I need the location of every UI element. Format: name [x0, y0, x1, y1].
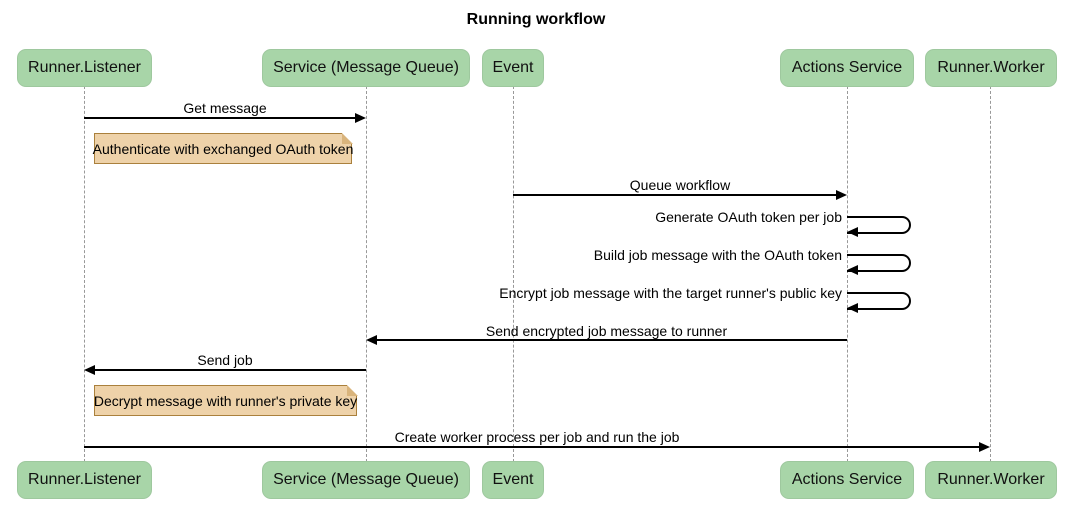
- message-label-create-worker: Create worker process per job and run th…: [394, 429, 680, 445]
- lifeline-service-message-queue: [366, 86, 367, 462]
- message-label-send-job: Send job: [197, 352, 253, 368]
- arrowhead-left-icon: [847, 227, 858, 237]
- note-authenticate-oauth: Authenticate with exchanged OAuth token: [92, 132, 354, 164]
- participant-runner-listener-top: Runner.Listener: [17, 49, 152, 87]
- participant-event-bottom: Event: [482, 461, 544, 499]
- arrowhead-left-icon: [847, 265, 858, 275]
- note-text: Decrypt message with runner's private ke…: [93, 392, 358, 409]
- lifeline-event: [513, 86, 514, 462]
- arrowhead-right-icon: [355, 113, 366, 123]
- arrowhead-left-icon: [847, 303, 858, 313]
- message-label-get-message: Get message: [183, 100, 267, 116]
- message-label-encrypt-job-message: Encrypt job message with the target runn…: [499, 285, 842, 301]
- participant-runner-listener-bottom: Runner.Listener: [17, 461, 152, 499]
- message-label-generate-oauth-token: Generate OAuth token per job: [655, 209, 842, 225]
- participant-runner-worker-bottom: Runner.Worker: [925, 461, 1057, 499]
- self-loop-generate-oauth-token: [847, 216, 911, 234]
- participant-actions-service-bottom: Actions Service: [780, 461, 914, 499]
- lifeline-runner-worker: [990, 86, 991, 462]
- participant-event-top: Event: [482, 49, 544, 87]
- self-loop-encrypt-job-message: [847, 292, 911, 310]
- self-loop-build-job-message: [847, 254, 911, 272]
- arrowhead-right-icon: [979, 442, 990, 452]
- diagram-title: Running workflow: [466, 11, 606, 28]
- message-line-queue-workflow: [513, 194, 837, 196]
- note-text: Authenticate with exchanged OAuth token: [92, 140, 354, 157]
- message-line-send-encrypted-job: [376, 339, 847, 341]
- message-label-queue-workflow: Queue workflow: [629, 177, 731, 193]
- arrowhead-left-icon: [84, 365, 95, 375]
- note-fold-icon: [346, 384, 358, 396]
- message-line-get-message: [84, 117, 356, 119]
- message-line-create-worker: [84, 446, 980, 448]
- participant-runner-worker-top: Runner.Worker: [925, 49, 1057, 87]
- participant-service-message-queue-top: Service (Message Queue): [262, 49, 470, 87]
- message-label-send-encrypted-job: Send encrypted job message to runner: [485, 323, 728, 339]
- arrowhead-right-icon: [836, 190, 847, 200]
- message-label-build-job-message: Build job message with the OAuth token: [593, 247, 842, 263]
- participant-actions-service-top: Actions Service: [780, 49, 914, 87]
- arrowhead-left-icon: [366, 335, 377, 345]
- participant-service-message-queue-bottom: Service (Message Queue): [262, 461, 470, 499]
- note-fold-icon: [341, 132, 353, 144]
- note-decrypt-message: Decrypt message with runner's private ke…: [93, 384, 358, 416]
- lifeline-runner-listener: [84, 86, 85, 462]
- message-line-send-job: [94, 369, 366, 371]
